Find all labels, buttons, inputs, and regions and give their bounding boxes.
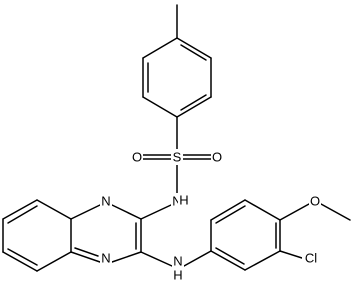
- bond-line: [320, 203, 351, 221]
- atom-n-sulfonamide: N H: [171, 192, 190, 209]
- bond-line: [176, 96, 212, 118]
- bond-line: [7, 205, 38, 224]
- bond-layer: [2, 4, 351, 272]
- bond-line: [183, 250, 212, 267]
- atom-label-o-methoxy: O: [310, 194, 320, 209]
- bond-line: [2, 251, 38, 272]
- atom-n-quinoxaline-bottom: N: [100, 250, 112, 266]
- atom-label-layer: S O O N H N N: [100, 149, 321, 283]
- bond-line: [210, 250, 246, 271]
- atom-label-cl: Cl: [305, 251, 317, 266]
- atom-s: S: [171, 149, 183, 165]
- atom-label-h-aniline: H: [173, 268, 182, 283]
- bond-line: [7, 248, 38, 266]
- bond-line: [215, 247, 245, 265]
- bond-line: [244, 250, 281, 271]
- bond-line: [215, 205, 246, 224]
- bond-line: [180, 44, 207, 61]
- atom-o-left: O: [131, 149, 143, 165]
- atom-o-right: O: [211, 149, 223, 165]
- bond-line: [244, 199, 281, 221]
- bond-line: [180, 94, 207, 111]
- atom-label-o-right: O: [212, 150, 222, 165]
- bond-line: [70, 204, 101, 220]
- bond-line: [176, 37, 212, 59]
- atom-label-n-sulfonamide: N: [172, 194, 181, 209]
- bond-line: [74, 247, 99, 257]
- bond-line: [70, 251, 101, 263]
- bond-line: [111, 251, 142, 263]
- bond-line: [142, 96, 178, 118]
- bond-line: [210, 199, 246, 221]
- bond-line: [279, 250, 303, 259]
- atom-label-s: S: [173, 150, 182, 165]
- atom-n-aniline: N H: [172, 253, 184, 283]
- atom-n-quinoxaline-top: N: [100, 193, 112, 209]
- bond-line: [279, 203, 310, 221]
- bond-line: [36, 199, 72, 220]
- bond-line: [140, 204, 172, 220]
- bond-line: [140, 251, 173, 267]
- atom-cl: Cl: [302, 250, 320, 266]
- bond-line: [36, 251, 72, 272]
- atom-label-n-aniline: N: [173, 254, 182, 269]
- atom-label-n-quinoxaline-bottom: N: [101, 251, 110, 266]
- bond-line: [2, 199, 38, 220]
- bond-line: [111, 204, 142, 220]
- atom-label-h-sulfonamide: H: [179, 193, 188, 208]
- atom-label-o-left: O: [132, 150, 142, 165]
- atom-o-methoxy: O: [309, 193, 321, 209]
- atom-label-n-quinoxaline-top: N: [101, 194, 110, 209]
- bond-line: [142, 37, 178, 59]
